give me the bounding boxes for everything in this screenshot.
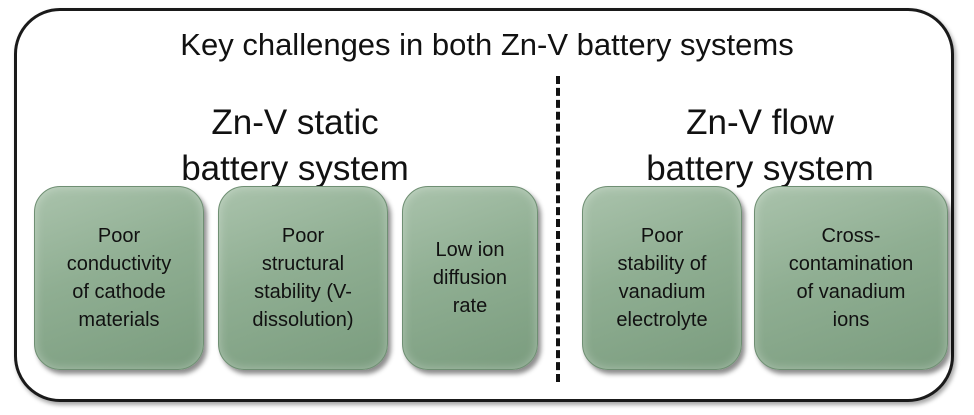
diagram-title: Key challenges in both Zn-V battery syst…	[180, 27, 794, 62]
box-text: Low ion	[435, 239, 505, 261]
box-text: Poor	[281, 225, 325, 247]
challenge-box-electrolyte-stability: Poor stability of vanadium electrolyte	[582, 186, 742, 370]
challenge-box-structural-stability: Poor structural stability (V- dissolutio…	[218, 186, 388, 370]
box-text: electrolyte	[616, 309, 708, 331]
static-section-title: Zn-V static battery system	[130, 100, 460, 192]
challenge-box-cross-contamination: Cross- contamination of vanadium ions	[754, 186, 948, 370]
static-title-line-1: Zn-V static	[211, 103, 379, 142]
box-text: Poor	[640, 225, 684, 247]
box-text: conductivity	[66, 253, 172, 275]
box-text: materials	[78, 309, 160, 331]
section-divider	[556, 76, 560, 382]
challenge-box-cathode-conductivity: Poor conductivity of cathode materials	[34, 186, 204, 370]
box-text: ions	[832, 309, 870, 331]
box-text: stability of	[617, 253, 707, 275]
box-text: contamination	[788, 253, 914, 275]
box-text: Cross-	[821, 225, 881, 247]
box-text: Poor	[97, 225, 141, 247]
flow-title-line-1: Zn-V flow	[686, 103, 834, 142]
challenge-box-ion-diffusion: Low ion diffusion rate	[402, 186, 538, 370]
box-text: diffusion	[432, 267, 508, 289]
box-text: dissolution)	[252, 309, 354, 331]
flow-section-title: Zn-V flow battery system	[600, 100, 920, 192]
box-text: of vanadium	[796, 281, 906, 303]
box-text: rate	[452, 295, 488, 317]
flow-title-line-2: battery system	[646, 149, 874, 188]
box-text: structural	[261, 253, 345, 275]
box-text: of cathode	[72, 281, 166, 303]
static-title-line-2: battery system	[181, 149, 409, 188]
box-text: vanadium	[618, 281, 706, 303]
box-text: stability (V-	[254, 281, 352, 303]
